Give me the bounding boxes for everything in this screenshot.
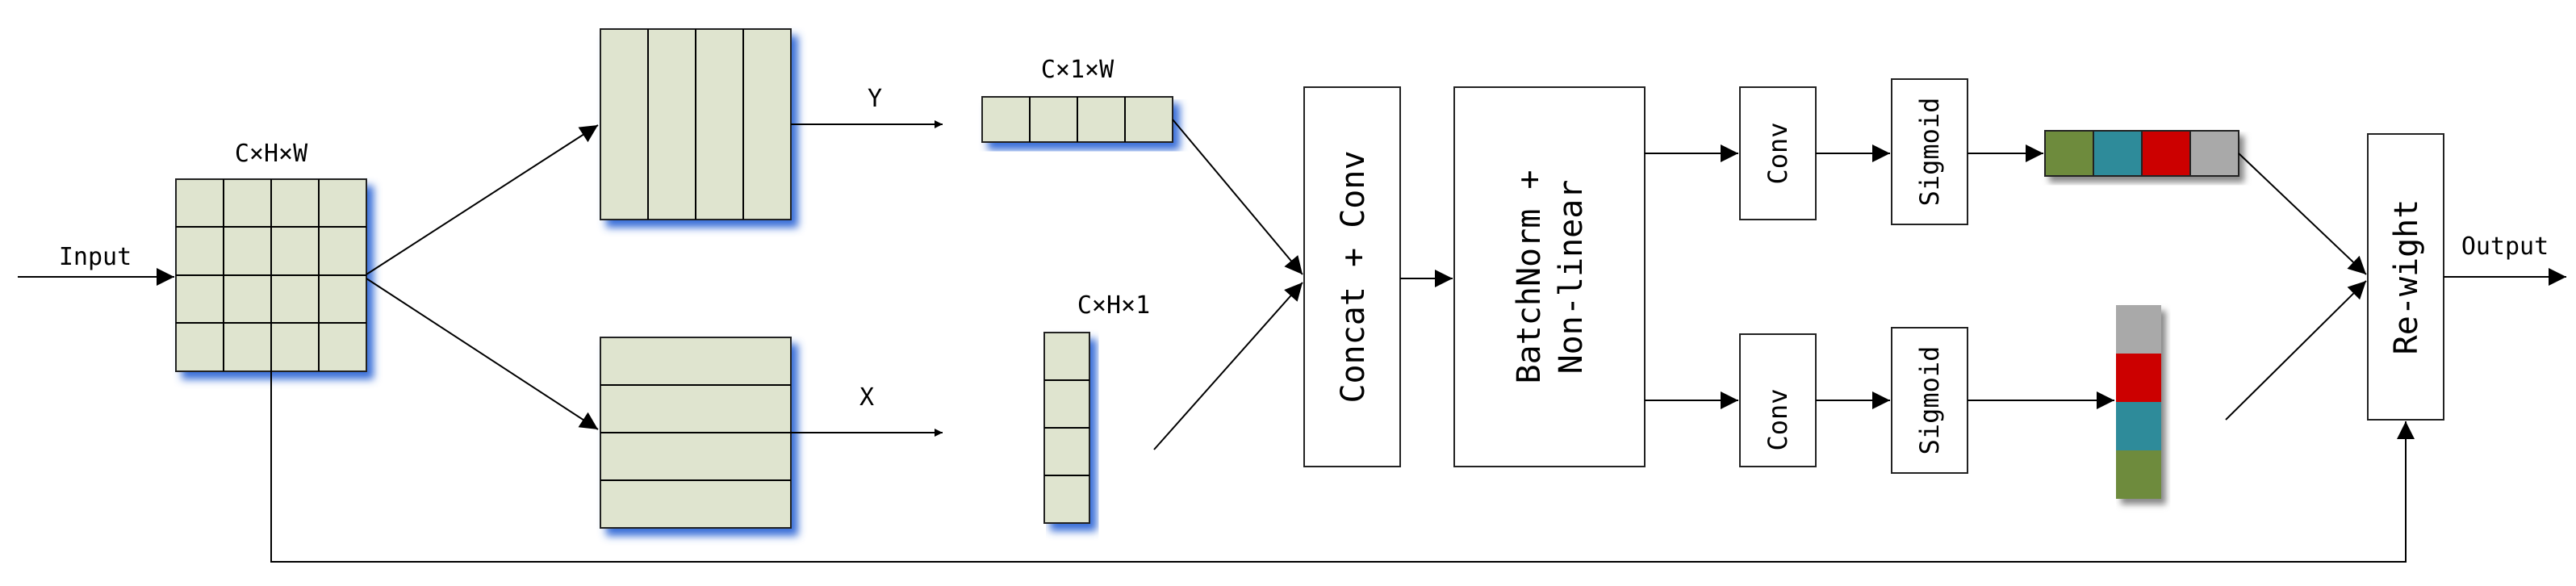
concat-conv-box	[1303, 86, 1401, 467]
input-label: Input	[59, 243, 132, 271]
weight-cell-red	[2141, 130, 2191, 177]
sigmoid-bottom-box	[1891, 327, 1968, 474]
conv-bottom-box	[1739, 333, 1817, 467]
pooled-strip-cxhx1	[1043, 332, 1090, 524]
weight-cell-teal	[2093, 130, 2143, 177]
y-pool-block	[600, 28, 792, 220]
weight-cell-teal-v	[2116, 402, 2161, 450]
reweight-label: Re-wight	[2388, 199, 2425, 355]
skip-connection	[270, 371, 2415, 563]
pooled-strip-cx1xw-label: C×1×W	[1041, 56, 1114, 84]
concat-arrow-top	[1172, 119, 1303, 275]
weights-to-reweight-top-arrow	[2238, 153, 2367, 275]
branch-arrow-x	[366, 278, 599, 430]
weight-cell-red-v	[2116, 354, 2161, 402]
conv-bottom-label: Conv	[1763, 388, 1793, 450]
output-label: Output	[2461, 232, 2549, 261]
conv-top-label: Conv	[1763, 122, 1793, 184]
sigmoid-bottom-label: Sigmoid	[1914, 346, 1945, 455]
y-label: Y	[868, 85, 882, 113]
input-feature-map	[175, 178, 367, 372]
attention-weights-vertical	[2116, 305, 2161, 499]
batchnorm-label-line1: BatchNorm +	[1511, 170, 1548, 384]
batchnorm-label-line2: Non-linear	[1553, 180, 1590, 375]
weights-to-reweight-bottom-arrow	[2225, 280, 2367, 421]
weight-cell-gray-v	[2116, 305, 2161, 354]
concat-arrow-bottom	[1153, 282, 1303, 450]
sigmoid-top-label: Sigmoid	[1914, 98, 1945, 207]
weight-cell-green-v	[2116, 450, 2161, 499]
pooled-strip-cxhx1-label: C×H×1	[1077, 291, 1150, 320]
input-shape-label: C×H×W	[235, 140, 308, 168]
branch-arrow-y	[366, 124, 599, 275]
batchnorm-box	[1453, 86, 1646, 467]
reweight-box	[2367, 133, 2444, 421]
x-pool-block	[600, 337, 792, 529]
attention-weights-horizontal	[2044, 130, 2239, 177]
concat-conv-label: Concat + Conv	[1335, 150, 1372, 403]
conv-top-box	[1739, 86, 1817, 220]
weight-cell-green	[2044, 130, 2094, 177]
x-label: X	[859, 383, 874, 412]
sigmoid-top-box	[1891, 78, 1968, 225]
weight-cell-gray	[2189, 130, 2239, 177]
pooled-strip-cx1xw	[981, 96, 1173, 143]
